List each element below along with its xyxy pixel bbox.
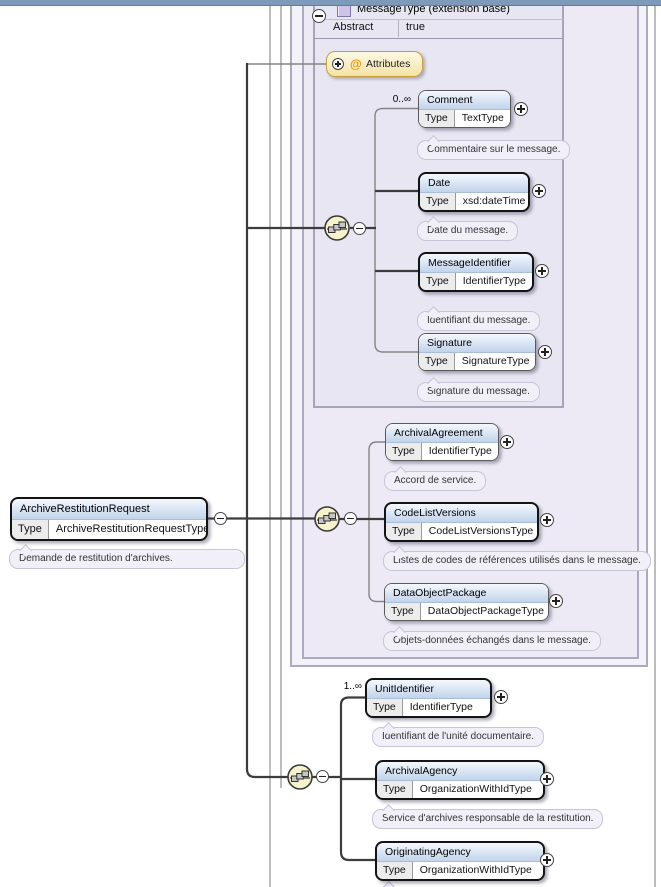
sequence-icon[interactable]: [287, 764, 313, 790]
type-value: xsd:dateTime: [462, 195, 526, 207]
annotation-comment: Commentaire sur le message.: [417, 140, 571, 160]
element-name: DataObjectPackage: [385, 584, 548, 603]
type-label: Type: [419, 353, 455, 370]
element-archive-restitution-request[interactable]: ArchiveRestitutionRequest Type ArchiveRe…: [10, 497, 208, 541]
type-value: CodeListVersionsType: [428, 525, 534, 537]
type-label: Type: [420, 193, 456, 210]
annotation-code-list-versions: Listes de codes de références utilisés d…: [383, 551, 651, 571]
type-label: Type: [367, 699, 403, 716]
annotation-unit-identifier: Identifiant de l'unité documentaire.: [372, 727, 545, 747]
element-name: CodeListVersions: [386, 504, 537, 523]
element-name: MessageIdentifier: [420, 254, 532, 273]
element-code-list-versions[interactable]: CodeListVersions Type CodeListVersionsTy…: [384, 502, 539, 542]
expand-attributes-icon[interactable]: [332, 58, 344, 70]
type-label: Type: [12, 520, 49, 539]
attributes-label: Attributes: [366, 58, 411, 70]
divider: [314, 38, 563, 39]
type-label: Type: [385, 603, 421, 620]
annotation-archival-agreement: Accord de service.: [384, 471, 487, 491]
element-signature[interactable]: Signature Type SignatureType: [418, 333, 536, 371]
collapse-icon[interactable]: [344, 512, 357, 525]
divider: [398, 20, 399, 37]
base-type-title: MessageType (extension base): [357, 3, 510, 15]
collapse-icon[interactable]: [312, 9, 326, 23]
sequence-icon[interactable]: [314, 506, 340, 532]
element-message-identifier[interactable]: MessageIdentifier Type IdentifierType: [418, 252, 534, 292]
type-value: ArchiveRestitutionRequestType: [55, 523, 206, 535]
element-unit-identifier[interactable]: UnitIdentifier Type IdentifierType: [365, 678, 492, 718]
type-label: Type: [420, 273, 456, 290]
annotation-archival-agency: Service d'archives responsable de la res…: [372, 809, 604, 829]
type-value: DataObjectPackageType: [427, 605, 544, 617]
type-label: Type: [419, 110, 455, 127]
type-value: IdentifierType: [409, 701, 473, 713]
element-archival-agreement[interactable]: ArchivalAgreement Type IdentifierType: [385, 423, 499, 461]
expand-icon[interactable]: [532, 184, 546, 198]
element-originating-agency[interactable]: OriginatingAgency Type OrganizationWithI…: [375, 841, 545, 881]
expand-icon[interactable]: [494, 690, 508, 704]
annotation-data-object-package: Objets-données échangés dans le message.: [383, 631, 601, 651]
abstract-label: Abstract: [333, 21, 374, 33]
type-value: IdentifierType: [462, 275, 526, 287]
sequence-icon[interactable]: [324, 215, 350, 241]
element-name: Date: [420, 174, 528, 193]
type-value: OrganizationWithIdType: [419, 864, 532, 876]
type-label: Type: [377, 862, 413, 879]
annotation-message-identifier: Identifiant du message.: [417, 311, 541, 331]
expand-icon[interactable]: [538, 345, 552, 359]
collapse-icon[interactable]: [214, 512, 227, 525]
cardinality-label: 0..∞: [392, 94, 411, 105]
frame-edge-right: [654, 5, 656, 887]
expand-icon[interactable]: [540, 853, 554, 867]
type-label: Type: [386, 523, 422, 540]
expand-icon[interactable]: [540, 513, 554, 527]
type-label: Type: [386, 443, 422, 460]
type-value: SignatureType: [461, 355, 530, 367]
element-archival-agency[interactable]: ArchivalAgency Type OrganizationWithIdTy…: [375, 760, 545, 800]
element-comment[interactable]: Comment Type TextType: [418, 90, 511, 128]
element-name: UnitIdentifier: [367, 680, 490, 699]
element-name: Signature: [419, 334, 535, 353]
at-icon: @: [350, 57, 362, 71]
element-name: ArchivalAgreement: [386, 424, 498, 443]
expand-icon[interactable]: [514, 102, 528, 116]
annotation-signature: Signature du message.: [417, 382, 540, 402]
expand-icon[interactable]: [535, 264, 549, 278]
attributes-box[interactable]: @ Attributes: [326, 51, 423, 77]
collapse-icon[interactable]: [316, 770, 329, 783]
collapse-icon[interactable]: [353, 222, 366, 235]
frame-edge-left-1: [269, 5, 271, 887]
element-name: ArchiveRestitutionRequest: [12, 499, 206, 520]
element-data-object-package[interactable]: DataObjectPackage Type DataObjectPackage…: [384, 583, 549, 621]
annotation-date: Date du message.: [417, 221, 519, 241]
element-name: Comment: [419, 91, 510, 110]
type-value: IdentifierType: [428, 445, 492, 457]
annotation-root: Demande de restitution d'archives.: [9, 549, 245, 569]
expand-icon[interactable]: [500, 435, 514, 449]
cardinality-label: 1..∞: [343, 681, 362, 692]
abstract-value: true: [406, 21, 425, 33]
expand-icon[interactable]: [549, 594, 563, 608]
element-date[interactable]: Date Type xsd:dateTime: [418, 172, 530, 212]
element-name: OriginatingAgency: [377, 843, 543, 862]
window-top-edge: [0, 0, 661, 6]
type-value: OrganizationWithIdType: [419, 783, 532, 795]
type-label: Type: [377, 781, 413, 798]
expand-icon[interactable]: [540, 772, 554, 786]
divider: [314, 19, 563, 20]
type-value: TextType: [461, 112, 504, 124]
frame-edge-left-2: [280, 5, 282, 788]
element-name: ArchivalAgency: [377, 762, 543, 781]
